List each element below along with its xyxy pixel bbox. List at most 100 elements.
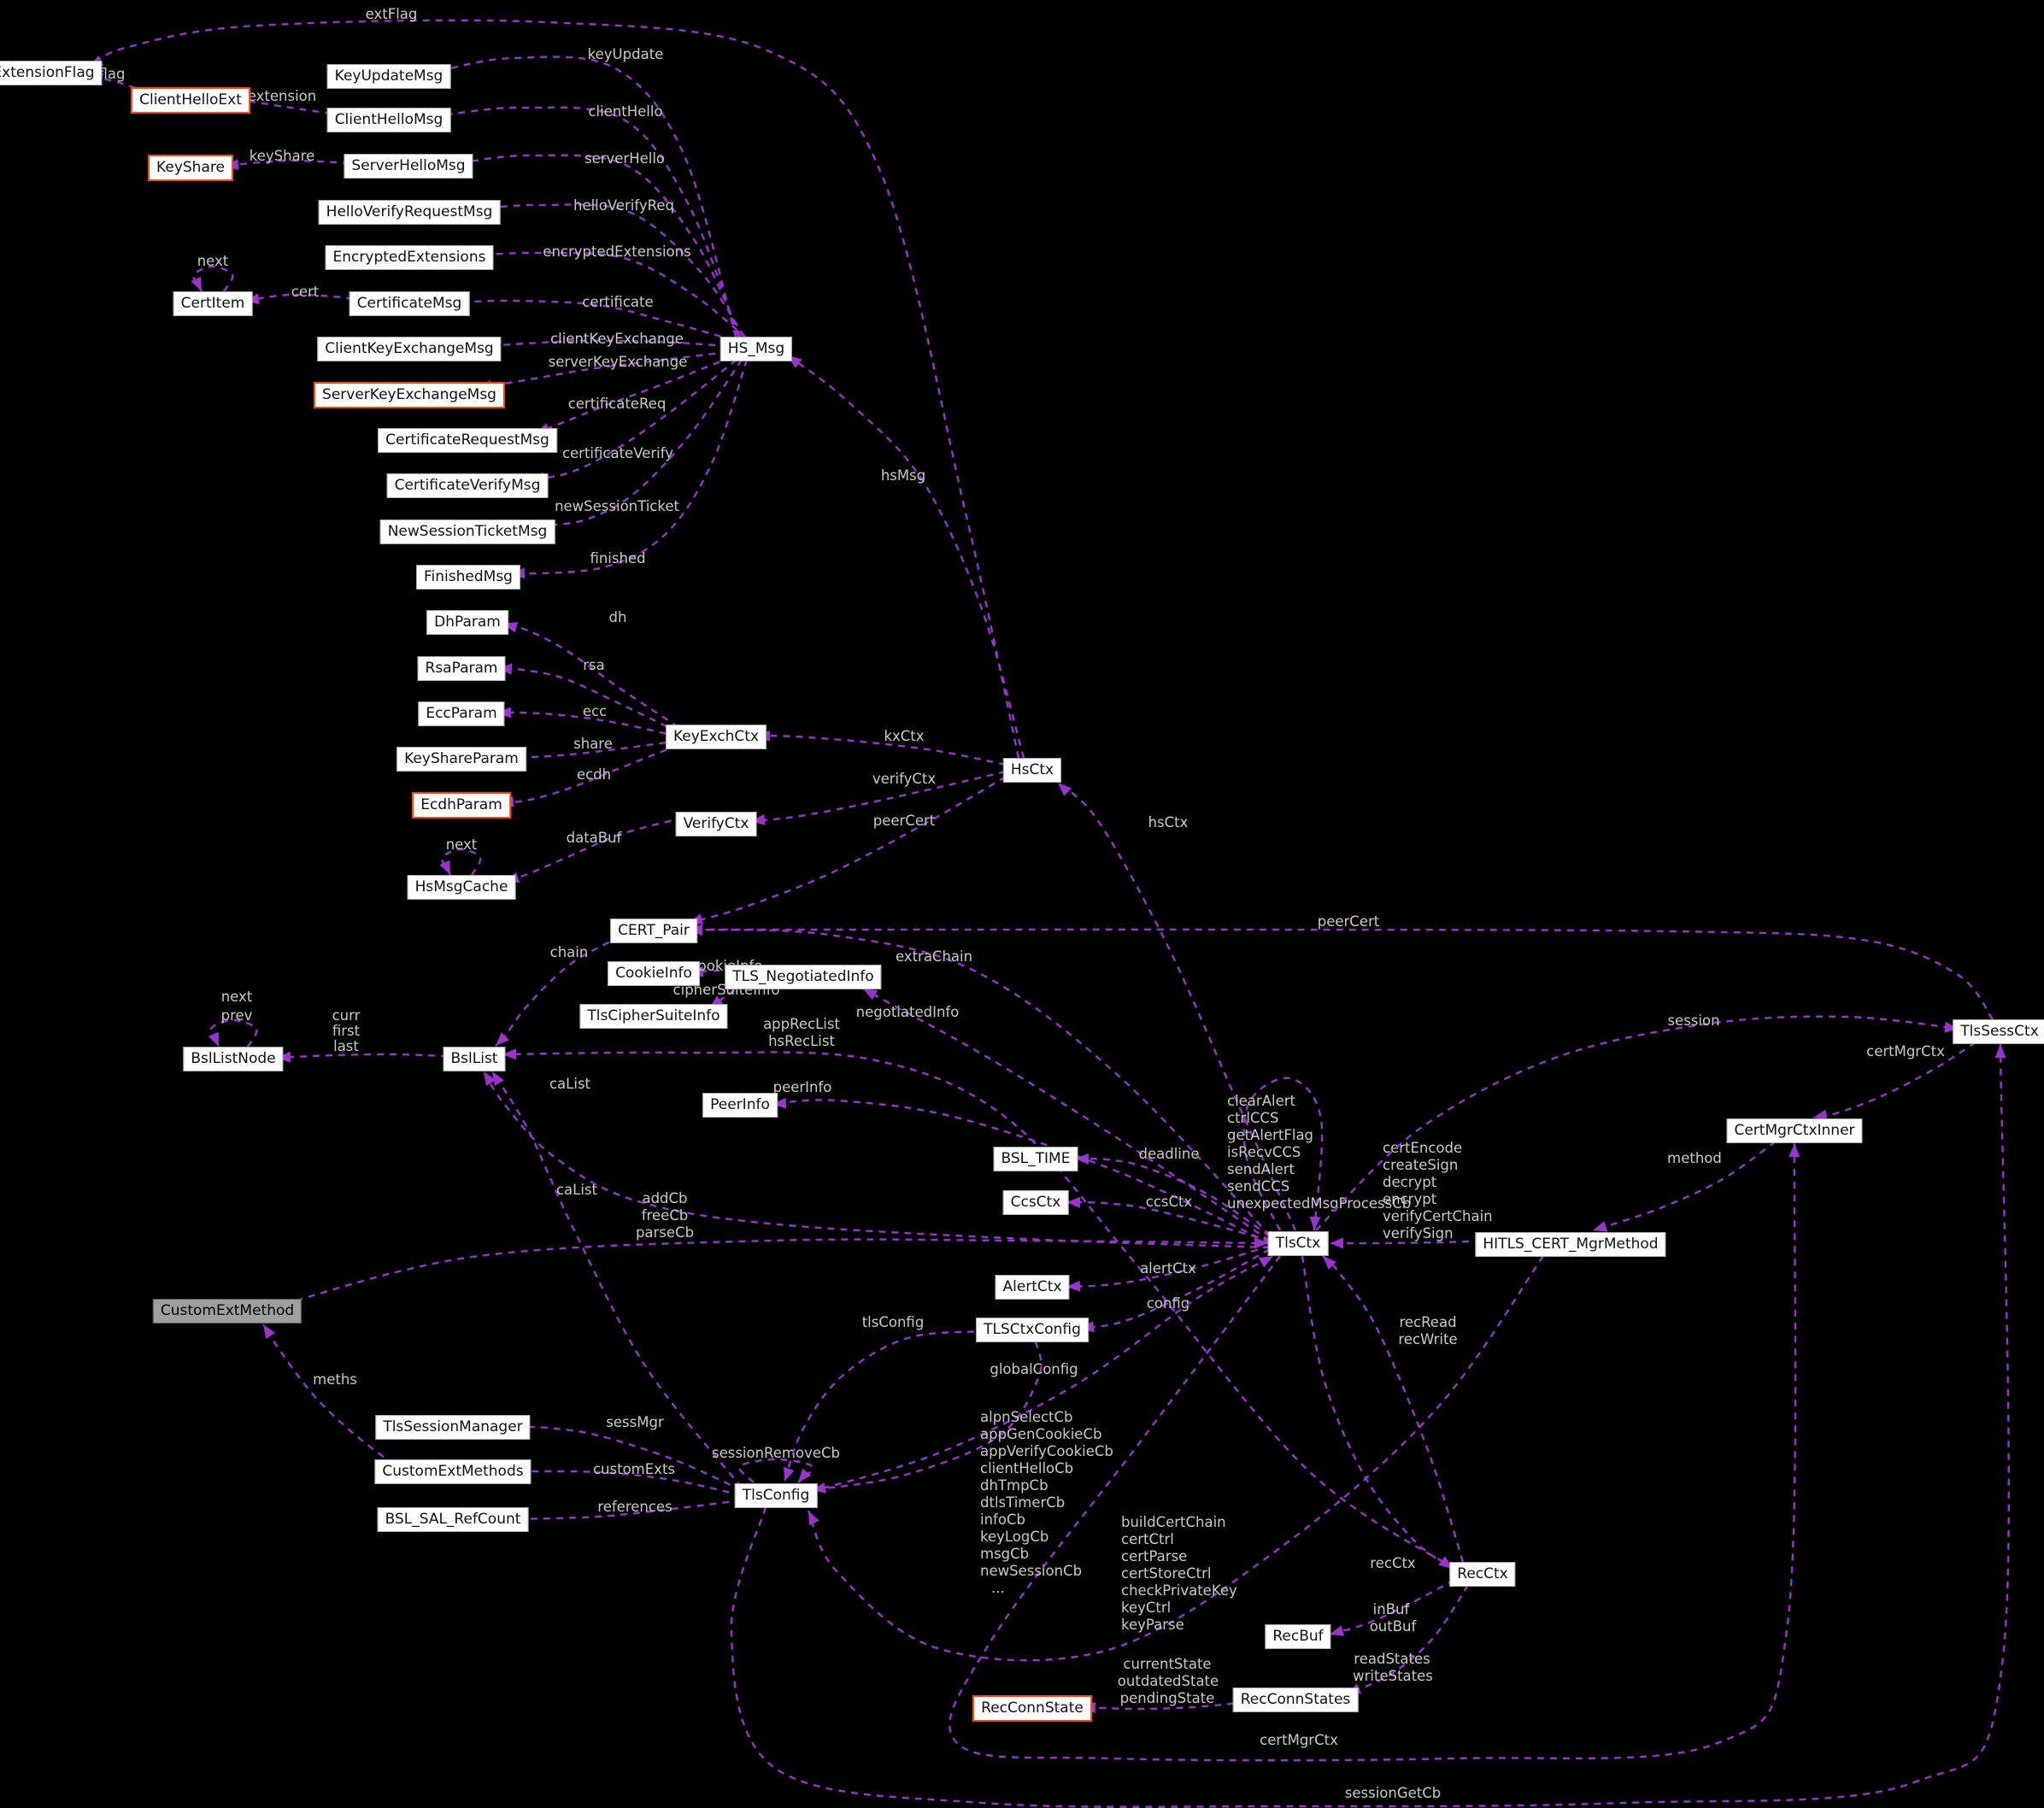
edge-label-helloverifyreq: helloVerifyReq bbox=[573, 197, 674, 214]
arrowhead-hsmsgcache-to-hsmsgcache bbox=[439, 860, 450, 875]
node-bsllist[interactable]: BslList bbox=[443, 1047, 506, 1071]
node-recctx[interactable]: RecCtx bbox=[1449, 1562, 1516, 1587]
edge-label-keyctrl: keyCtrl bbox=[1121, 1600, 1171, 1616]
node-clientkeyexchangemsg[interactable]: ClientKeyExchangeMsg bbox=[317, 337, 502, 361]
node-keyshareparam[interactable]: KeyShareParam bbox=[396, 747, 526, 772]
edge-tlsconfig-to-bsllist bbox=[490, 1071, 743, 1488]
edge-label-last: last bbox=[333, 1038, 359, 1054]
edge-label-verifysign: verifySign bbox=[1383, 1225, 1454, 1242]
node-customextmethod[interactable]: CustomExtMethod bbox=[152, 1299, 302, 1324]
node-certificaterequestmsg[interactable]: CertificateRequestMsg bbox=[378, 428, 557, 453]
node-clienthelloext[interactable]: ClientHelloExt bbox=[131, 87, 250, 114]
node-certmgrctxinner[interactable]: CertMgrCtxInner bbox=[1726, 1118, 1863, 1143]
node-tlssessionmanager[interactable]: TlsSessionManager bbox=[375, 1415, 531, 1440]
node-ecdhparam[interactable]: EcdhParam bbox=[412, 792, 511, 819]
arrowhead-customextmethod-to-tlsctx bbox=[1254, 1237, 1268, 1249]
edge-label-extension: extension bbox=[248, 88, 316, 104]
node-bsllistnode[interactable]: BslListNode bbox=[183, 1047, 284, 1071]
edge-label-peercert: peerCert bbox=[1318, 913, 1380, 930]
edge-label--: ... bbox=[991, 1580, 1005, 1596]
node-tlsctx[interactable]: TlsCtx bbox=[1267, 1231, 1329, 1256]
node-tls-negotiatedinfo[interactable]: TLS_NegotiatedInfo bbox=[725, 965, 882, 989]
node-alertctx[interactable]: AlertCtx bbox=[995, 1275, 1070, 1300]
node-verifyctx[interactable]: VerifyCtx bbox=[675, 812, 757, 836]
node-newsessionticketmsg[interactable]: NewSessionTicketMsg bbox=[379, 520, 555, 544]
edge-label-next: next bbox=[221, 989, 253, 1005]
edge-hs-msg-to-certificateverifymsg bbox=[530, 359, 737, 482]
node-customextmethods[interactable]: CustomExtMethods bbox=[374, 1459, 532, 1484]
node-hsctx[interactable]: HsCtx bbox=[1002, 758, 1062, 783]
edge-hs-msg-to-clientkeyexchangemsg bbox=[475, 339, 729, 349]
node-tlsconfig[interactable]: TlsConfig bbox=[734, 1483, 818, 1508]
edge-keyexchctx-to-rsaparam bbox=[497, 666, 679, 734]
node-tlsciphersuiteinfo[interactable]: TlsCipherSuiteInfo bbox=[579, 1004, 728, 1029]
arrowhead-hitls-cert-mgrmethod-to-tlsconfig bbox=[808, 1511, 819, 1526]
arrowhead-tlsctx-to-tls-negotiatedinfo bbox=[863, 989, 878, 1001]
node-serverkeyexchangemsg[interactable]: ServerKeyExchangeMsg bbox=[314, 382, 505, 408]
node-cert-pair[interactable]: CERT_Pair bbox=[610, 919, 697, 943]
node-bsl-time[interactable]: BSL_TIME bbox=[993, 1147, 1078, 1171]
edge-label-certstorectrl: certStoreCtrl bbox=[1121, 1565, 1211, 1582]
node-recconnstate[interactable]: RecConnState bbox=[972, 1695, 1092, 1722]
node-tlsctxconfig[interactable]: TLSCtxConfig bbox=[976, 1318, 1089, 1342]
node-keyshare[interactable]: KeyShare bbox=[148, 155, 233, 181]
edge-label-hsmsg: hsMsg bbox=[881, 467, 925, 484]
node-certitem[interactable]: CertItem bbox=[173, 291, 253, 316]
node-bsl-sal-refcount[interactable]: BSL_SAL_RefCount bbox=[377, 1507, 529, 1532]
node-cookieinfo[interactable]: CookieInfo bbox=[608, 961, 700, 986]
edge-label-checkprivatekey: checkPrivateKey bbox=[1121, 1582, 1237, 1599]
edge-tlsconfig-to-tlssessionmanager bbox=[514, 1425, 743, 1492]
edge-bsllist-to-bsllistnode bbox=[276, 1053, 449, 1060]
node-certificatemsg[interactable]: CertificateMsg bbox=[349, 291, 470, 316]
node-recconnstates[interactable]: RecConnStates bbox=[1232, 1688, 1359, 1712]
node-serverhellomsg[interactable]: ServerHelloMsg bbox=[344, 154, 473, 179]
edge-recctx-to-tlsctx bbox=[1322, 1255, 1465, 1563]
node-ccsctx[interactable]: CcsCtx bbox=[1002, 1190, 1069, 1215]
edge-tlsctx-to-tlsctx bbox=[1242, 1077, 1324, 1231]
arrowhead-tlsconfig-to-tlsconfig bbox=[798, 1468, 812, 1482]
edge-label-sessiongetcb: sessionGetCb bbox=[1345, 1785, 1441, 1801]
edge-label-keyparse: keyParse bbox=[1121, 1617, 1184, 1633]
edge-label-newsessionticket: newSessionTicket bbox=[555, 498, 679, 514]
node-encryptedextensions[interactable]: EncryptedExtensions bbox=[325, 245, 494, 270]
node-hitls-cert-mgrmethod[interactable]: HITLS_CERT_MgrMethod bbox=[1475, 1232, 1666, 1257]
edge-label-keyshare: keyShare bbox=[250, 148, 315, 164]
node-peerinfo[interactable]: PeerInfo bbox=[702, 1093, 778, 1118]
edge-label-infocb: infoCb bbox=[980, 1512, 1025, 1528]
edge-label-dh: dh bbox=[609, 609, 627, 625]
edge-label-currentstate: currentState bbox=[1123, 1656, 1211, 1672]
edge-tlsctx-to-bsl-time bbox=[1074, 1157, 1271, 1237]
node-extensionflag[interactable]: ExtensionFlag bbox=[0, 61, 103, 85]
edge-tlsctx-to-peerinfo bbox=[772, 1099, 1271, 1245]
edge-tlsctx-to-tlsctxconfig bbox=[1079, 1247, 1271, 1330]
node-recbuf[interactable]: RecBuf bbox=[1265, 1624, 1331, 1649]
edge-label-next: next bbox=[446, 836, 478, 853]
edge-keyexchctx-to-ecdhparam bbox=[499, 743, 679, 805]
node-certificateverifymsg[interactable]: CertificateVerifyMsg bbox=[386, 473, 549, 498]
node-eccparam[interactable]: EccParam bbox=[418, 701, 505, 726]
edge-hs-msg-to-keyupdatemsg bbox=[435, 56, 737, 338]
node-clienthellomsg[interactable]: ClientHelloMsg bbox=[326, 108, 451, 132]
arrowhead-tlsctx-to-recctx bbox=[1438, 1556, 1453, 1569]
node-finishedmsg[interactable]: FinishedMsg bbox=[416, 565, 520, 590]
edge-label-appverifycookiecb: appVerifyCookieCb bbox=[980, 1443, 1113, 1459]
arrowhead-hitls-cert-mgrmethod-to-tlsctx bbox=[1330, 1237, 1343, 1249]
edge-label-kxctx: kxCtx bbox=[884, 728, 924, 744]
node-hs-msg[interactable]: HS_Msg bbox=[720, 337, 793, 361]
node-keyexchctx[interactable]: KeyExchCtx bbox=[665, 725, 767, 749]
edge-label-certificate: certificate bbox=[582, 294, 653, 310]
node-dhparam[interactable]: DhParam bbox=[426, 610, 508, 635]
edge-label-sendalert: sendAlert bbox=[1227, 1161, 1295, 1177]
node-helloverifyrequestmsg[interactable]: HelloVerifyRequestMsg bbox=[318, 200, 501, 225]
edge-label-sessionremovecb: sessionRemoveCb bbox=[712, 1445, 840, 1461]
node-tlssessctx[interactable]: TlsSessCtx bbox=[1953, 1019, 2044, 1044]
edge-label-readstates: readStates bbox=[1354, 1651, 1430, 1667]
arrowhead-tlsconfig-to-tlsctx bbox=[1258, 1256, 1273, 1268]
node-keyupdatemsg[interactable]: KeyUpdateMsg bbox=[326, 64, 451, 89]
node-rsaparam[interactable]: RsaParam bbox=[417, 656, 506, 681]
edge-label-databuf: dataBuf bbox=[567, 830, 623, 846]
edge-tlsctx-to-certmgrctxinner bbox=[949, 1142, 1797, 1762]
node-hsmsgcache[interactable]: HsMsgCache bbox=[407, 875, 516, 900]
edge-label-curr: curr bbox=[332, 1007, 361, 1024]
